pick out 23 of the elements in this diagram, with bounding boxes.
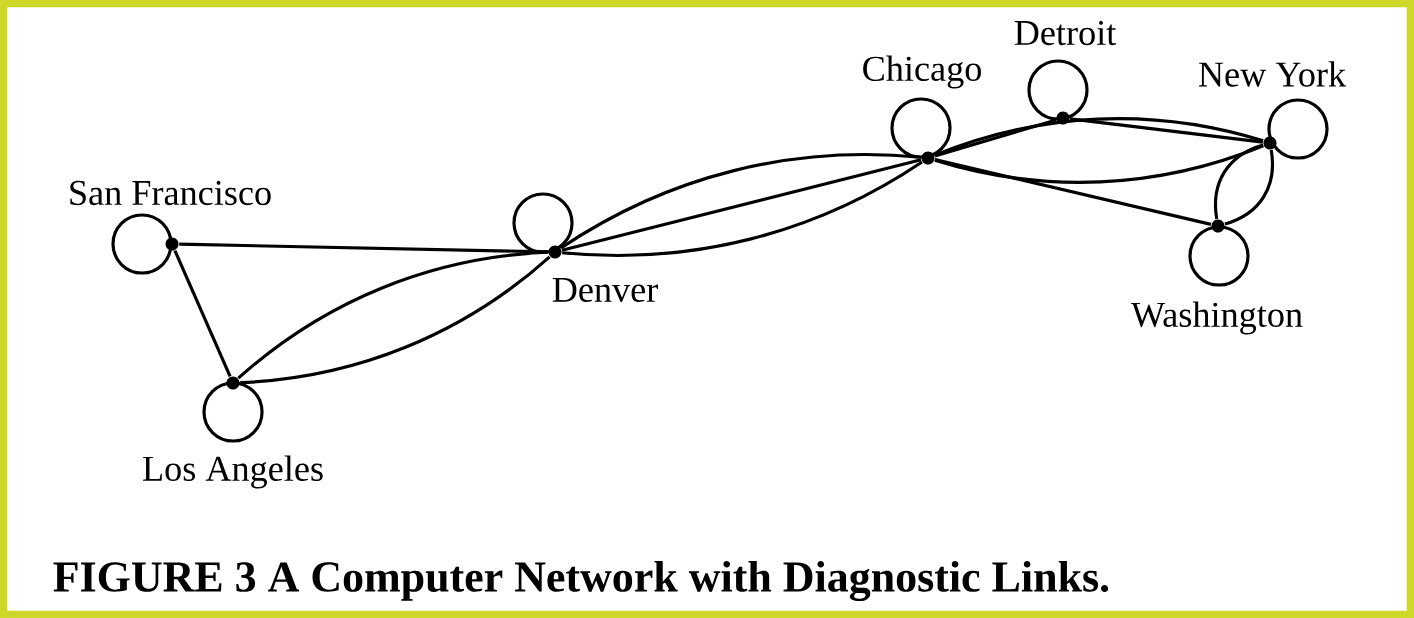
city-label: Detroit <box>1014 20 1117 46</box>
loop-link <box>202 381 264 443</box>
link-line <box>934 158 1212 226</box>
city-label: Los Angeles <box>143 455 323 489</box>
loop-link <box>512 192 574 254</box>
link-line <box>173 249 232 378</box>
link-line <box>934 118 1057 158</box>
loop-link <box>1267 98 1329 160</box>
city-label: New York <box>1198 61 1347 87</box>
link-line <box>934 117 1264 157</box>
city-label: Chicago <box>863 55 981 89</box>
loop-link <box>111 213 173 275</box>
city-label: Washington <box>1131 301 1303 335</box>
link-line <box>934 144 1264 184</box>
loop-link <box>1027 59 1089 121</box>
city-label: San Francisco <box>70 180 271 206</box>
link-line <box>1214 143 1264 220</box>
loop-link <box>1188 225 1250 287</box>
figure-caption: FIGURE 3 A Computer Network with Diagnostic Links. <box>53 560 1109 602</box>
link-line <box>1224 149 1274 226</box>
loop-link <box>890 97 952 159</box>
city-label: Denver <box>552 277 658 302</box>
link-line <box>1069 117 1264 144</box>
